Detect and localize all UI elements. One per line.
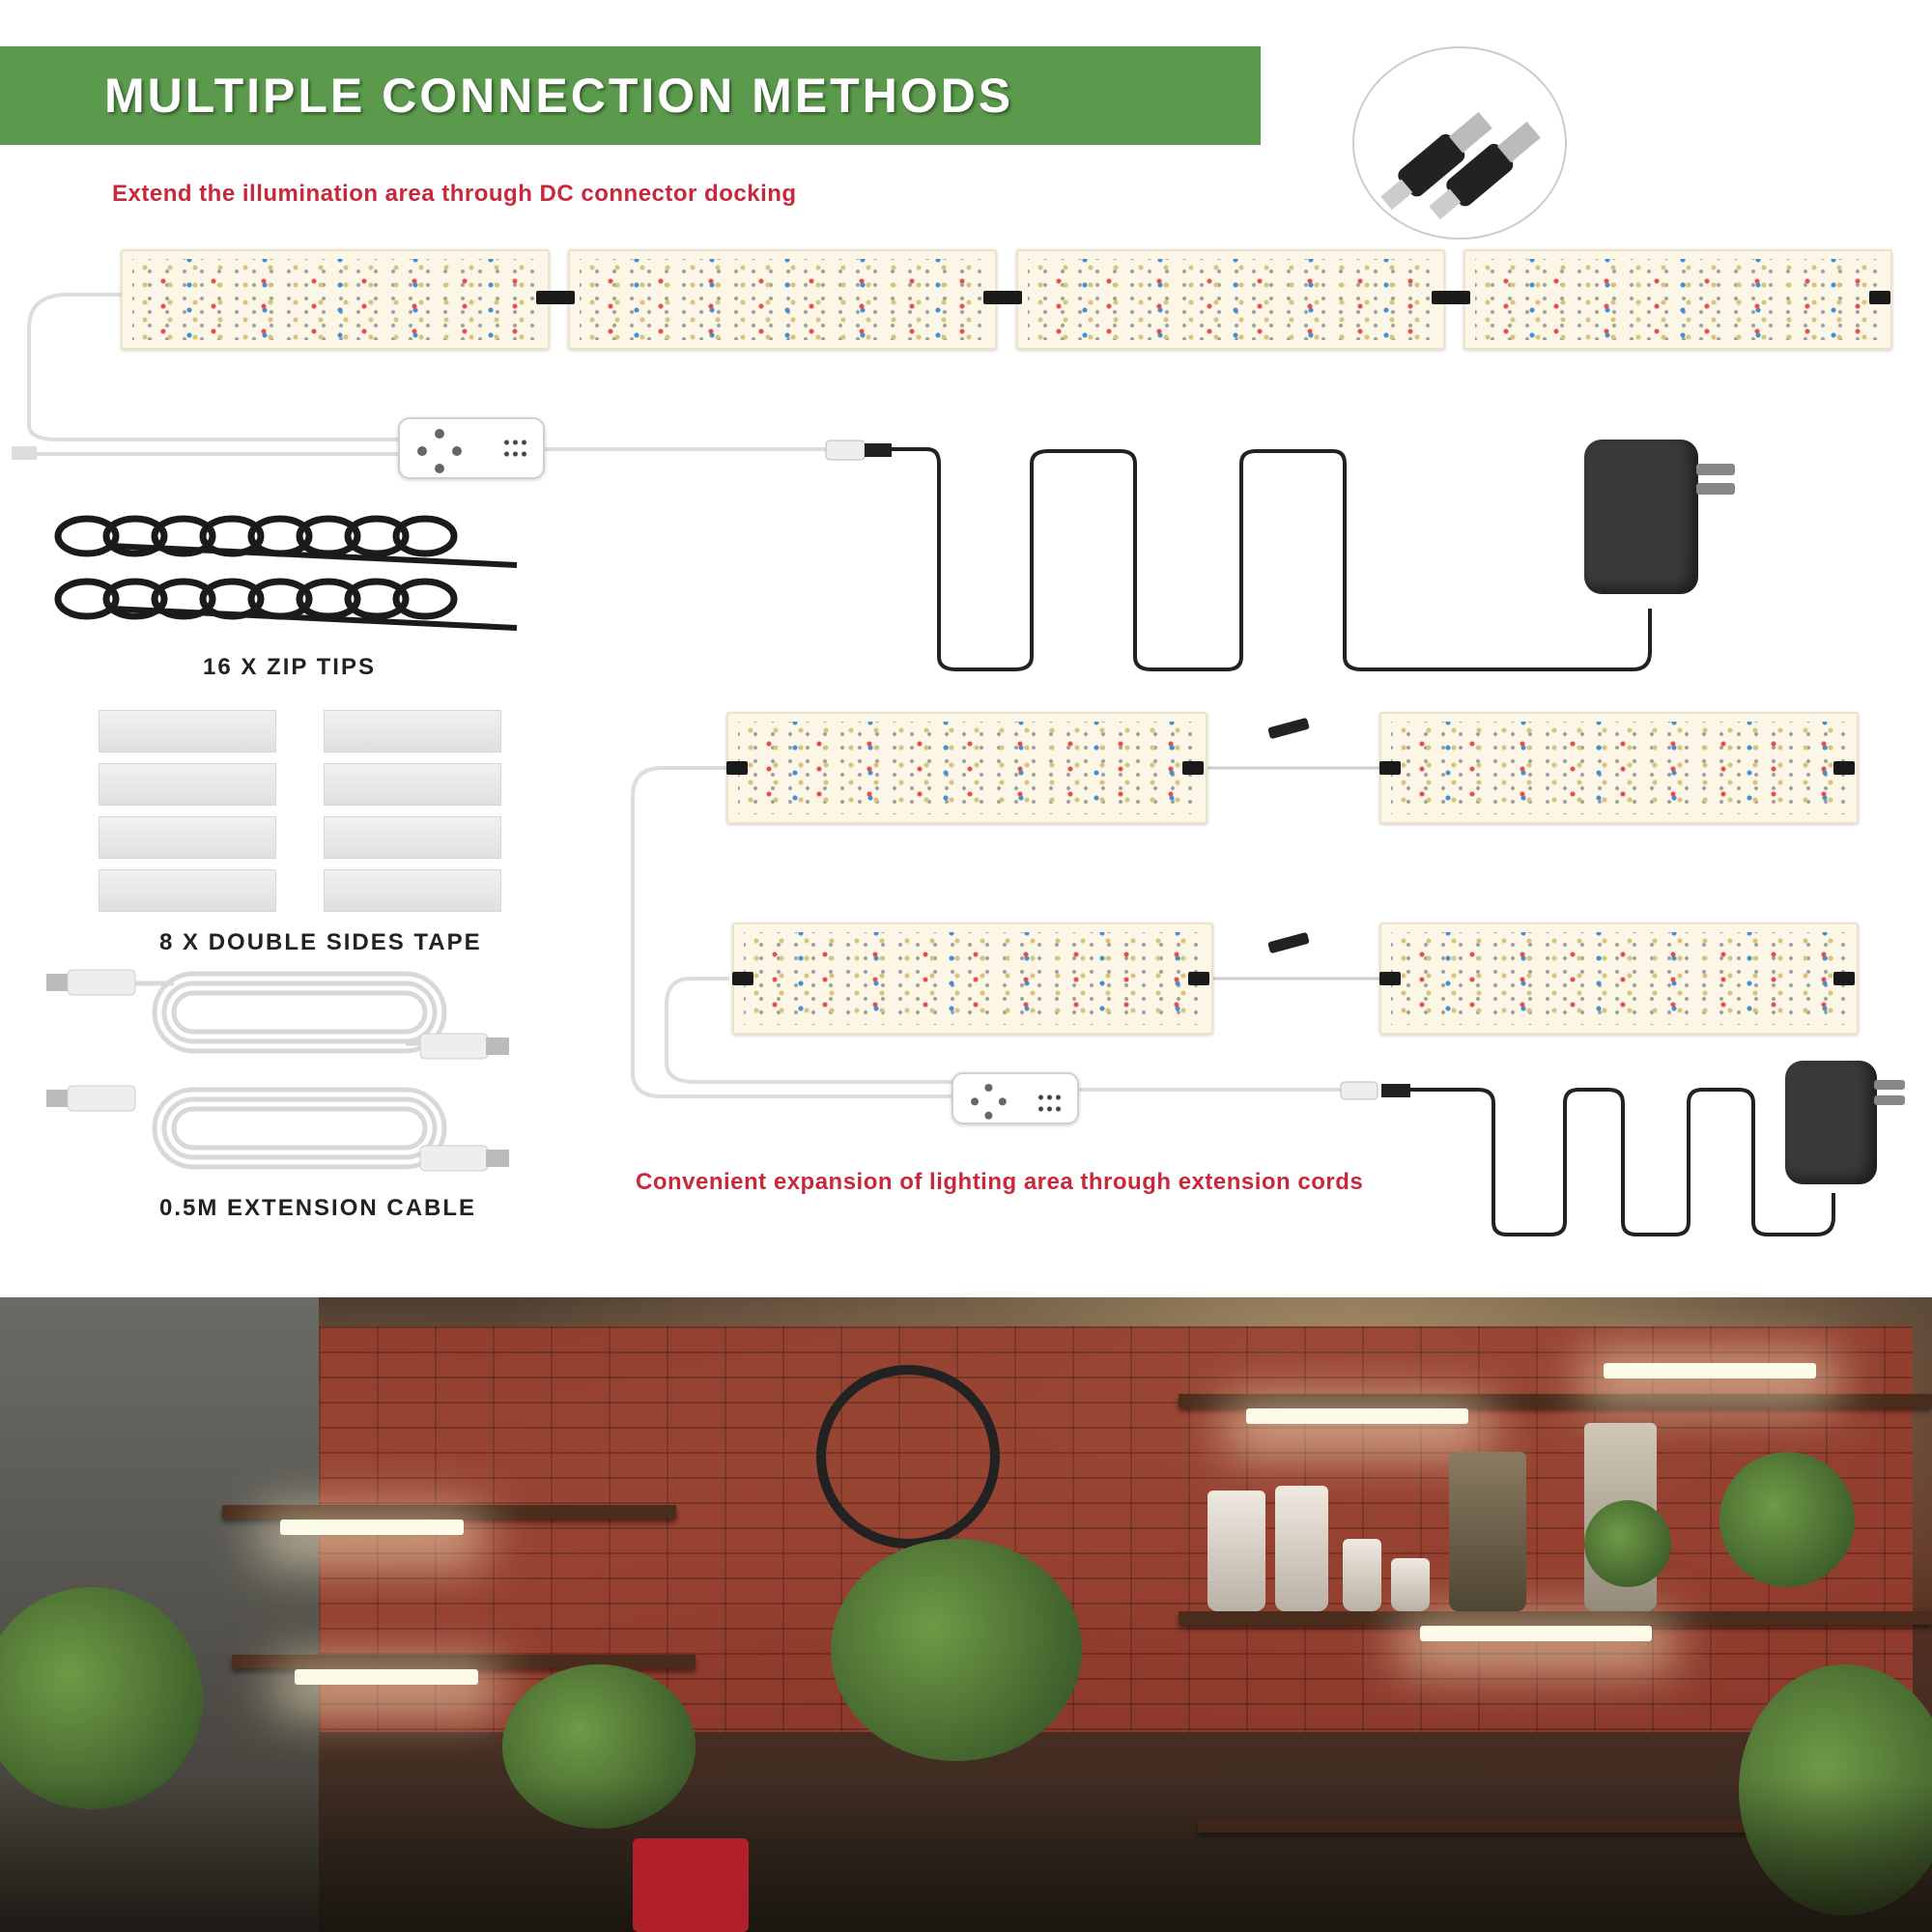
page-title: MULTIPLE CONNECTION METHODS xyxy=(104,69,1014,123)
dc-joint xyxy=(1188,972,1209,985)
dc-joint xyxy=(1833,761,1855,775)
red-gift-box xyxy=(633,1838,749,1932)
adapter-plug-pin xyxy=(1696,464,1735,475)
tape-strip xyxy=(99,710,276,753)
vase xyxy=(1343,1539,1381,1611)
adapter-plug-pin xyxy=(1874,1095,1905,1105)
extension-caption: Convenient expansion of lighting area th… xyxy=(636,1169,1364,1195)
plant xyxy=(831,1539,1082,1761)
dc-joint xyxy=(1833,972,1855,985)
led-panel xyxy=(121,249,550,350)
adapter-plug-pin xyxy=(1874,1080,1905,1090)
dc-connector-inset xyxy=(1352,46,1567,240)
dc-joint xyxy=(732,972,753,985)
dc-joint xyxy=(726,761,748,775)
led-panel xyxy=(1379,712,1859,824)
tape-label: 8 X DOUBLE SIDES TAPE xyxy=(159,929,482,955)
vase xyxy=(1449,1452,1526,1611)
plant xyxy=(1584,1500,1671,1587)
dc-joint xyxy=(1432,291,1470,304)
dc-joint xyxy=(983,291,1022,304)
vase xyxy=(1275,1486,1328,1611)
vase xyxy=(1208,1491,1265,1611)
dc-joint xyxy=(1182,761,1204,775)
power-adapter-icon xyxy=(1584,440,1698,594)
shop-scene-photo xyxy=(0,1297,1932,1932)
dc-connector-icon xyxy=(1380,111,1541,220)
timer-controller xyxy=(398,417,545,479)
tape-strip xyxy=(99,816,276,859)
grow-light-bar xyxy=(1246,1408,1468,1424)
tape-strip xyxy=(99,763,276,806)
tape-strip xyxy=(324,710,501,753)
shelf xyxy=(1179,1394,1932,1407)
tape-strip xyxy=(324,869,501,912)
shelf xyxy=(1179,1611,1932,1625)
grow-light-bar xyxy=(280,1520,464,1535)
vase xyxy=(1391,1558,1430,1611)
tape-strip xyxy=(324,816,501,859)
wall-clock-icon xyxy=(816,1365,1000,1548)
tape-strip xyxy=(324,763,501,806)
led-panel xyxy=(568,249,997,350)
shelf xyxy=(222,1505,676,1519)
cable-label: 0.5M EXTENSION CABLE xyxy=(159,1195,477,1221)
grow-light-bar xyxy=(295,1669,478,1685)
tape-strip xyxy=(99,869,276,912)
header-banner xyxy=(0,46,1261,145)
grow-light-bar xyxy=(1604,1363,1816,1378)
wiring-diagram xyxy=(12,293,1835,1236)
led-panel xyxy=(1016,249,1445,350)
led-panel xyxy=(1463,249,1892,350)
adapter-plug-pin xyxy=(1696,483,1735,495)
dc-joint xyxy=(536,291,575,304)
plant xyxy=(0,1587,203,1809)
zip-ties-label: 16 X ZIP TIPS xyxy=(203,654,376,680)
power-adapter-icon xyxy=(1785,1061,1877,1184)
dc-joint xyxy=(1379,972,1401,985)
shelf xyxy=(232,1655,696,1668)
timer-controller xyxy=(952,1072,1079,1124)
led-panel xyxy=(1379,923,1859,1035)
dc-joint xyxy=(1869,291,1890,304)
led-panel xyxy=(732,923,1213,1035)
led-panel xyxy=(726,712,1208,824)
grow-light-bar xyxy=(1420,1626,1652,1641)
dc-joint xyxy=(1379,761,1401,775)
dc-docking-caption: Extend the illumination area through DC … xyxy=(112,181,797,207)
plant xyxy=(1719,1452,1855,1587)
floor-shadow xyxy=(0,1780,1932,1932)
extension-cable-icon xyxy=(46,969,509,1172)
zip-ties-icon xyxy=(54,515,518,631)
